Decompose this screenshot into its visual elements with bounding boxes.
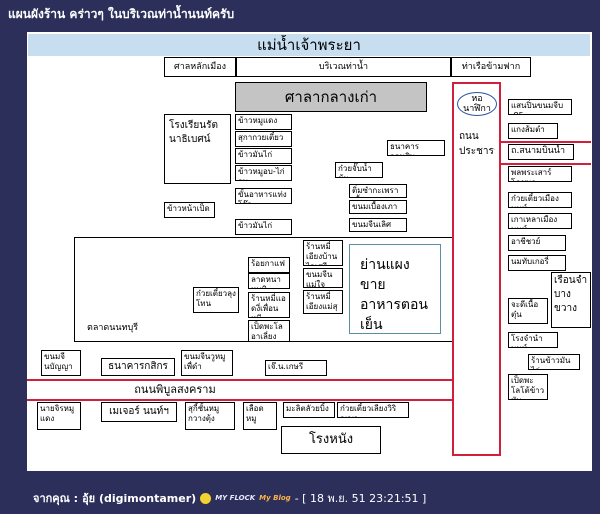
market-col1-2: ลาดหนาหมูทิ (248, 273, 290, 289)
market-label: ตลาดนนทบุรี (87, 323, 139, 333)
shop-center-3: ขนมเบื้องเภา (349, 200, 407, 214)
market-col2-2: ขนมจีนแม่ใจ (303, 268, 343, 288)
shop-bottom-1: ขนมจีนบัญญา (41, 350, 81, 376)
shop-right-6: อาชีชวย์ (508, 235, 566, 251)
author-link[interactable]: อุ้ย (digimontamer) (82, 492, 197, 505)
shop-right-5: เกาเหลาเมืองนนท์ (508, 213, 572, 229)
school-label: โรงเรียนรัตนาธิเบศน์ (164, 114, 231, 184)
kasikorn-bank: ธนาคารกสิกร (101, 358, 175, 376)
road-pibul-line-top (27, 379, 452, 381)
duck-rice-shop: ข้าวหน้าเป็ด (164, 202, 215, 218)
pier-area-label: บริเวณท่าน้ำ (236, 57, 451, 77)
road-pracharat-label: ถนนประชาราษฎร์ (457, 128, 495, 190)
road-pibul-label: ถนนพิบูลสงคราม (129, 382, 221, 398)
road-sanambinnam-line-bottom (501, 163, 591, 165)
shop-row-4: มะลิตลัวยบิ้ง (283, 402, 335, 418)
shop-left-4: ข้าวหมูอบ-ไก่อบ (235, 165, 292, 181)
shop-right-4: ก๋วยเตี๋ยวเมืองนนท์ (508, 192, 572, 208)
post-footer: จากคุณ : อุ้ย (digimontamer) MY FLOCK My… (33, 489, 426, 507)
shop-row-2: สุกี้ชั้นหมู กวางตุ้ง (185, 402, 235, 430)
city-pillar-label: ศาลหลักเมือง (164, 57, 236, 77)
market-left-shop: ก๋วยเตี๋ยวลุง โทน (193, 287, 239, 313)
shop-row-1: นายจิรหมู แดง (37, 402, 81, 430)
road-sanambinnam-label: ถ.สนามบินน้ำ (508, 144, 574, 160)
post-title: แผนผังร้าน คร่าวๆ ในบริเวณท่าน้ำนนท์ครับ (8, 7, 235, 21)
shop-right-2: แกงส้มตำ (508, 123, 558, 139)
chicken-rice-shop: ข้าวมันไก่ (235, 219, 292, 235)
shop-row-3: เลือด หมู (243, 402, 277, 430)
ferry-label: ท่าเรือข้ามฟาก (451, 57, 531, 77)
prison-label: เรือนจำบางขวาง (551, 272, 591, 328)
pawn-shop: โรงจำนำนนท์ (508, 332, 558, 348)
market-col2-1: ร้านหมี่เอียงบ้าน ไอเศรี (303, 240, 343, 266)
shop-left-3: ข้าวมันไก่ (235, 148, 292, 164)
shop-row-5: ก๋วยเตี๋ยวเลียงวิริญญา (337, 402, 409, 418)
old-hall-label: ศาลากลางเก่า (235, 82, 427, 112)
post-date: - [ 18 พ.ย. 51 23:21:51 ] (294, 492, 427, 505)
shop-right-7: นมทับเกอรี่ (508, 255, 566, 271)
flock-badge[interactable]: MY FLOCK (215, 494, 256, 502)
shop-right-9: ร้านข้าวมันไก่ (528, 354, 580, 370)
shop-left-5: ขั้นอาหารแท่งโจ๊ก (235, 188, 292, 204)
shop-bottom-2: ขนมจีนวูหมูเพื่ดำ (181, 350, 233, 376)
smiley-icon (200, 492, 212, 504)
cinema-label: โรงหนัง (281, 426, 381, 454)
shop-center-1: ก๋วยจั๊บน้ำข้น (335, 162, 383, 178)
shop-right-8: จะดีเนื้อตุ๋น (508, 298, 548, 324)
blog-badge[interactable]: My Blog (259, 494, 291, 502)
road-pibul-line-bottom (27, 399, 452, 401)
shop-right-10: เป็ดพะโลโต้ข้าวมัน (508, 374, 548, 400)
shop-left-1: ข้าวหมูแดง (235, 114, 292, 130)
shop-right-3: พลพระเสาร์โภชนา (508, 166, 572, 182)
market-col1-1: ร้อยกาแฟ (248, 257, 290, 273)
market-col1-3: ร้านหมี่แอดงี่เพื่อนหนี (248, 292, 290, 318)
evening-food-area: ย่านแผงขาย อาหารตอนเย็น (349, 244, 441, 334)
road-sanambinnam-line-top (501, 141, 591, 143)
market-col1-4: เป็ดพะโลอาเลี่ยงหมู (248, 320, 290, 342)
shop-right-1: แสนปิ่นขนมจีบ .85 (508, 99, 572, 115)
bank-omsin: ธนาคารออมสิน (387, 140, 445, 156)
footer-prefix: จากคุณ : (33, 492, 79, 505)
major-cineplex: เมเจอร์ นนท์ฯ (101, 402, 177, 422)
shop-center-4: ขนมจีนเลิศ (349, 218, 407, 232)
market-col2-3: ร้านหมี่เอียงแม่สุเอด (303, 290, 343, 314)
shop-bottom-3: เจ๊.น.เกษรี (265, 360, 327, 376)
shop-map: แม่น้ำเจ้าพระยา ศาลหลักเมือง บริเวณท่าน้… (27, 32, 592, 471)
shop-left-2: สุกากวยเตี๋ยว (235, 131, 292, 147)
shop-center-2: ติ่มซำกะเพราเนื้อ (349, 184, 407, 198)
river-label: แม่น้ำเจ้าพระยา (28, 34, 590, 56)
clock-tower: หอนาฬิกา (457, 92, 497, 116)
